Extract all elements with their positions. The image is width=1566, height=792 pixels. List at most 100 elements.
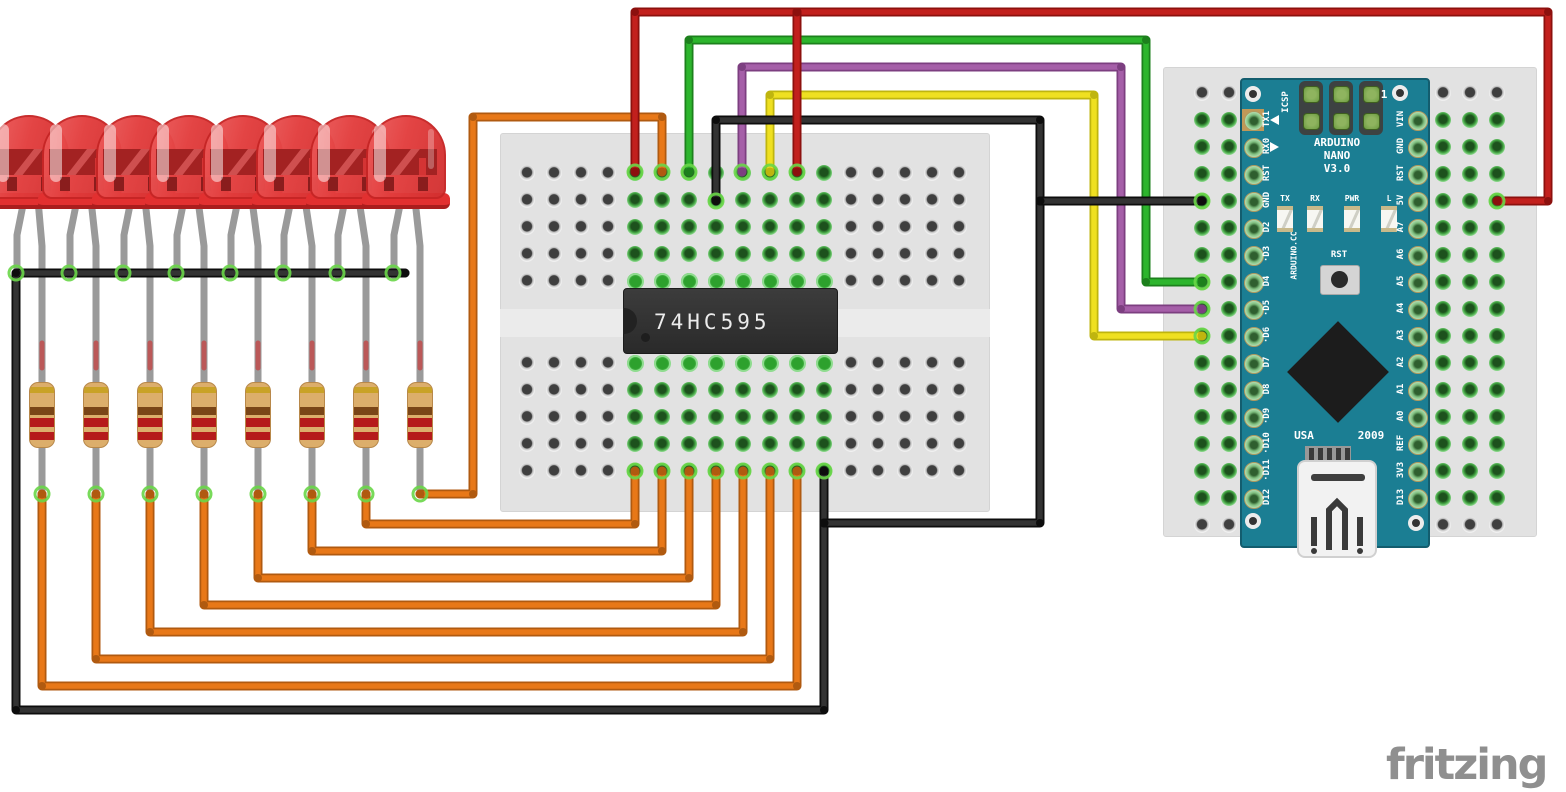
arduino-pin-pad-D10[interactable] [1244,435,1264,455]
breadboard-hole [843,409,859,425]
arduino-pin-pad-3V3[interactable] [1408,462,1428,482]
arduino-pin-pad-A3[interactable] [1408,327,1428,347]
arduino-pin-pad-A6[interactable] [1408,246,1428,266]
wire-black-ground-loop[interactable] [11,268,829,715]
led-highlight-icon [157,124,169,182]
arduino-pin-pad-RX0[interactable] [1244,138,1264,158]
arduino-pin-pad-A0[interactable] [1408,408,1428,428]
breadboard-hole [1435,490,1451,506]
resistor-4[interactable] [191,382,217,448]
connection-glow-icon [626,163,644,181]
breadboard-hole [870,436,886,452]
wire-orange-r3[interactable] [145,466,748,637]
breadboard-hole [708,246,724,262]
arduino-pin-pad-RST[interactable] [1244,165,1264,185]
breadboard-hole [870,409,886,425]
arduino-pin-pad-D8[interactable] [1244,381,1264,401]
wire-orange-r6[interactable] [307,466,667,556]
icsp-pin-icon [1333,86,1350,103]
wire-joint-icon [415,489,425,499]
mini-usb-connector[interactable] [1297,460,1377,558]
wire-red-5v-branch[interactable] [792,7,802,177]
wire-orange-r5[interactable] [253,466,694,583]
resistor-band-red [246,432,270,440]
breadboard-hole [1462,355,1478,371]
wire-yellow-d6[interactable] [765,90,1207,341]
wire-black-gnd-link[interactable] [711,115,1045,528]
wire-orange-r1[interactable] [37,466,802,691]
breadboard-hole [924,165,940,181]
breadboard-hole [1462,436,1478,452]
rst-button[interactable] [1320,265,1360,295]
status-led-label: PWR [1344,194,1360,203]
arduino-pin-pad-A2[interactable] [1408,354,1428,374]
arduino-pin-pad-GND[interactable] [1408,138,1428,158]
arduino-pin-pad-VIN[interactable] [1408,111,1428,131]
arduino-pin-pad-TX1[interactable] [1244,111,1264,131]
breadboard-hole [708,219,724,235]
led-post-icon [328,177,338,191]
arduino-pin-pad-A4[interactable] [1408,300,1428,320]
resistor-8[interactable] [407,382,433,448]
led-8[interactable] [362,115,450,209]
arduino-pin-pad-D6[interactable] [1244,327,1264,347]
breadboard-hole [924,382,940,398]
breadboard-hole [546,436,562,452]
breadboard-hole [1435,274,1451,290]
arduino-pin-pad-D5[interactable] [1244,300,1264,320]
wire-orange-r4[interactable] [199,466,721,610]
arduino-pin-pad-D13[interactable] [1408,489,1428,509]
led-highlight-icon [374,124,386,182]
arduino-pin-pad-5V[interactable] [1408,192,1428,212]
arduino-pin-pad-D7[interactable] [1244,354,1264,374]
wire-orange-r8[interactable] [415,112,667,499]
resistor-5[interactable] [245,382,271,448]
resistor-3[interactable] [137,382,163,448]
arduino-pin-pad-RST[interactable] [1408,165,1428,185]
breadboard-hole [1435,85,1451,101]
arduino-pin-pad-D2[interactable] [1244,219,1264,239]
wire-joint-icon [1197,304,1207,314]
resistor-band-red [84,432,108,440]
arduino-pin-pad-GND[interactable] [1244,192,1264,212]
arduino-pin-pad-D12[interactable] [1244,489,1264,509]
status-led-label: RX [1310,194,1320,203]
status-led-rx-icon [1307,206,1323,232]
arduino-pin-pad-A7[interactable] [1408,219,1428,239]
arduino-pin-pad-D3[interactable] [1244,246,1264,266]
wire-green-d4[interactable] [684,35,1207,287]
arduino-pin-pad-D11[interactable] [1244,462,1264,482]
wire-purple-d5[interactable] [737,62,1207,314]
resistor-6[interactable] [299,382,325,448]
wire-orange-r2[interactable] [91,466,775,664]
wire-joint-icon [631,8,639,16]
wire-joint-icon [712,601,720,609]
wire-joint-icon [12,706,20,714]
resistor-1[interactable] [29,382,55,448]
ic-pin-bottom [681,355,698,372]
ic-74hc595[interactable]: 74HC595 [623,288,838,354]
arduino-pin-pad-D4[interactable] [1244,273,1264,293]
resistor-band-brown [30,407,54,415]
breadboard-hole [1462,166,1478,182]
arduino-pin-pad-A1[interactable] [1408,381,1428,401]
connection-glow-icon [411,485,429,503]
wire-orange-r7[interactable] [361,466,640,529]
wire-joint-icon [200,601,208,609]
breadboard-hole [627,192,643,208]
resistor-2[interactable] [83,382,109,448]
arduino-pin-pad-A5[interactable] [1408,273,1428,293]
arduino-pin-pad-D9[interactable] [1244,408,1264,428]
wire-black-gnd-branch[interactable] [1035,196,1207,206]
connection-glow-icon [195,485,213,503]
breadboard-hole [789,382,805,398]
wire-joint-icon [739,628,747,636]
breadboard-hole [600,382,616,398]
resistor-7[interactable] [353,382,379,448]
resistor-band-red [354,432,378,440]
resistor-band-red [30,418,54,427]
wire-red-5v-bus[interactable] [630,7,1553,206]
arduino-pin-pad-REF[interactable] [1408,435,1428,455]
status-led-l-icon [1381,206,1397,232]
